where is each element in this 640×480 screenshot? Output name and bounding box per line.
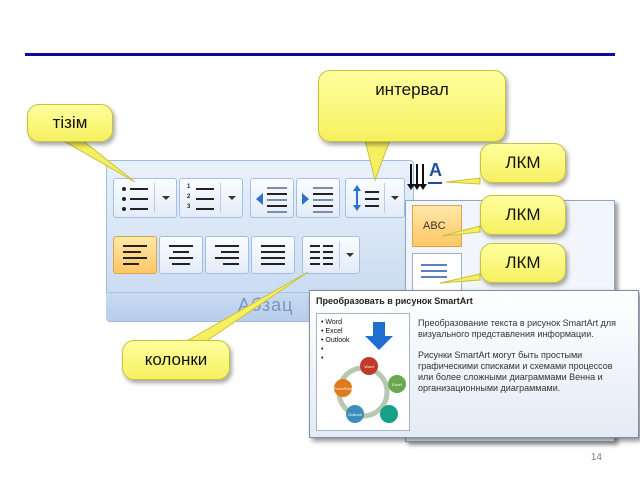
align-right-button[interactable] [205,236,249,274]
node-label: Outlook [348,412,362,417]
page-number: 14 [590,452,602,463]
smartart-preview: Word Excel Outlook Word PowerPoint Excel… [316,313,410,431]
tooltip-desc-2: Рисунки SmartArt могут быть простыми гра… [418,350,613,393]
preview-item: Excel [321,327,350,336]
preview-list: Word Excel Outlook [321,318,350,363]
chevron-down-icon[interactable] [391,196,399,200]
line-spacing-button[interactable] [345,178,405,218]
tooltip-description: Преобразование текста в рисунок SmartArt… [418,318,628,394]
columns-button[interactable] [302,236,360,274]
node-label: PowerPoint [334,387,352,391]
preview-item: Word [321,318,350,327]
gallery-tile-label: ABC [423,220,446,232]
center-button[interactable] [159,236,203,274]
numbering-button[interactable]: 1 2 3 [179,178,243,218]
callout-columns: колонки [122,340,230,380]
gallery-tile-abc[interactable]: ABC [412,205,462,247]
callout-lkm-bottom: ЛКМ [480,243,566,283]
smartart-node [388,375,406,393]
smartart-node [346,405,364,423]
bullets-button[interactable] [113,178,177,218]
text-direction-icon[interactable]: A [407,160,446,194]
arrow-down-icon [365,322,393,350]
tooltip-desc-1: Преобразование текста в рисунок SmartArt… [418,318,616,339]
chevron-down-icon[interactable] [228,196,236,200]
callout-interval: интервал [318,70,506,142]
node-label: Word [364,364,373,369]
chevron-down-icon[interactable] [162,196,170,200]
callout-lkm-middle: ЛКМ [480,195,566,235]
preview-item: Outlook [321,336,349,345]
callout-list: тізім [27,104,113,142]
increase-indent-button[interactable] [296,178,340,218]
tooltip-title: Преобразовать в рисунок SmartArt [316,296,473,306]
smartart-node [380,405,398,423]
node-label: Excel [392,382,402,387]
decrease-indent-button[interactable] [250,178,294,218]
chevron-down-icon[interactable] [346,253,354,257]
callout-lkm-top: ЛКМ [480,143,566,183]
smartart-node [334,379,352,397]
justify-button[interactable] [251,236,295,274]
align-left-button[interactable] [113,236,157,274]
smartart-node [360,357,378,375]
title-rule [25,53,615,56]
smartart-diagram: Word PowerPoint Excel Outlook [334,322,406,423]
